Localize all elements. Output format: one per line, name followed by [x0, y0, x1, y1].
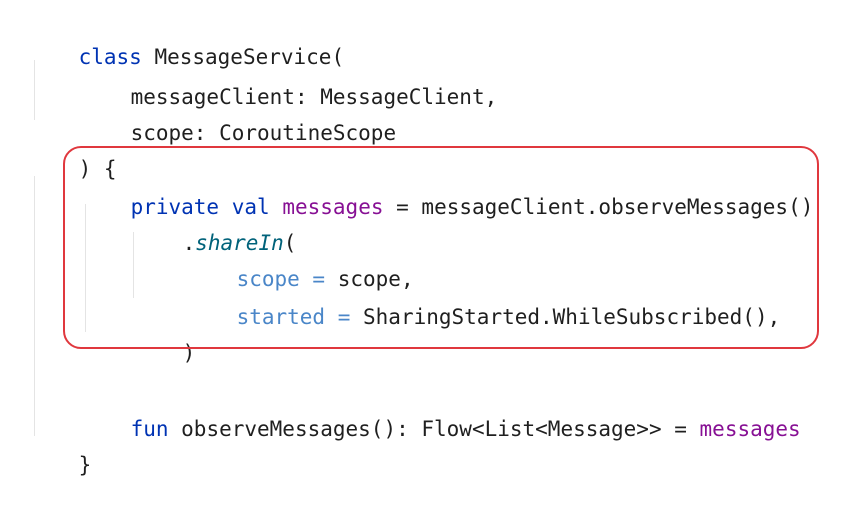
property-messages-ref: messages: [699, 417, 801, 441]
observe-call: = messageClient.observeMessages(): [383, 195, 814, 219]
code-line-observe-fun: fun observeMessages(): Flow<List<Message…: [80, 384, 801, 441]
keyword-val: val: [231, 195, 270, 219]
function-share-in: shareIn: [195, 231, 284, 255]
code-line-class-body-close: }: [28, 420, 92, 477]
named-arg-scope: scope =: [236, 267, 326, 291]
code-line-messages-declaration: private val messages = messageClient.obs…: [80, 162, 814, 219]
arg-started-value: SharingStarted.WhileSubscribed(),: [350, 305, 781, 329]
keyword-private: private: [130, 195, 220, 219]
class-body-open: ) {: [78, 157, 117, 181]
highlight-box: [63, 146, 819, 349]
code-line-arg-started: started = SharingStarted.WhileSubscribed…: [186, 272, 781, 329]
keyword-fun: fun: [130, 417, 169, 441]
class-body-close: }: [78, 453, 92, 477]
keyword-class: class: [78, 45, 142, 69]
arg-scope-value: scope,: [325, 267, 414, 291]
code-line-arg-scope: scope = scope,: [186, 234, 414, 291]
named-arg-started: started =: [236, 305, 351, 329]
code-line-share-in: .shareIn(: [132, 198, 297, 255]
indent-guide: [85, 204, 86, 332]
param-scope: scope: CoroutineScope: [130, 121, 397, 145]
code-line-param-scope: scope: CoroutineScope: [80, 88, 397, 145]
indent-guide: [34, 60, 35, 120]
fun-signature: observeMessages(): Flow<List<Message>> =: [168, 417, 700, 441]
open-paren: (: [283, 231, 297, 255]
code-line-class-declaration: class MessageService(: [28, 12, 345, 69]
indent-guide: [34, 176, 35, 436]
code-line-class-body-open: ) {: [28, 124, 117, 181]
param-message-client: messageClient: MessageClient,: [130, 85, 498, 109]
code-editor: class MessageService( messageClient: Mes…: [28, 12, 819, 477]
class-name: MessageService(: [141, 45, 345, 69]
indent-guide: [133, 232, 134, 298]
code-line-param-message-client: messageClient: MessageClient,: [80, 52, 498, 109]
property-messages: messages: [282, 195, 384, 219]
dot: .: [182, 231, 196, 255]
